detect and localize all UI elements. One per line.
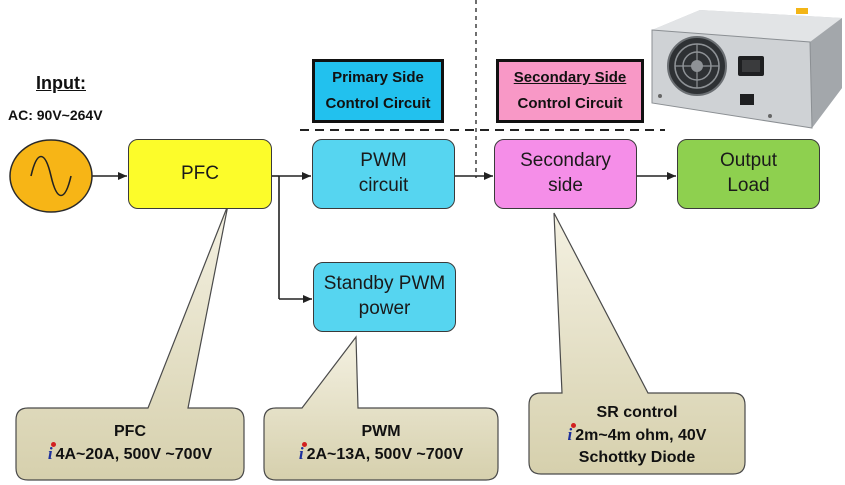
sr-callout-spec: 2m~4m ohm, 40V xyxy=(575,426,707,444)
sine-wave-icon xyxy=(30,155,72,197)
output-block-label-line1: Output xyxy=(719,150,778,172)
secondary-block-label-line1: Secondary xyxy=(520,150,611,172)
input-voltage-spec: AC: 90V~264V xyxy=(8,107,103,123)
pwm-callout-spec: 2A~13A, 500V ~700V xyxy=(306,445,464,463)
input-title: Input: xyxy=(36,73,86,93)
standby-block-label-line2: power xyxy=(358,298,411,319)
secondary-control-label-line1: Secondary Side xyxy=(513,68,627,86)
brand-logo-icon: i xyxy=(299,441,307,466)
primary-control-label: Primary Side Control Circuit xyxy=(312,59,444,123)
pwm-block-label-line2: circuit xyxy=(358,175,409,196)
pfc-block-label: PFC xyxy=(181,162,219,184)
pwm-circuit-block: PWM circuit xyxy=(312,139,455,209)
secondary-side-block: Secondary side xyxy=(494,139,637,209)
sr-callout-extra: Schottky Diode xyxy=(578,448,696,466)
primary-control-label-line2: Control Circuit xyxy=(325,95,431,112)
secondary-control-label-line2: Control Circuit xyxy=(517,95,623,112)
standby-block-label-line1: Standby PWM xyxy=(323,273,446,295)
primary-control-label-line1: Primary Side xyxy=(332,68,424,86)
pwm-callout-bubble xyxy=(263,335,499,481)
pfc-block: PFC xyxy=(128,139,272,209)
brand-logo-icon: i xyxy=(48,441,56,466)
pfc-callout-bubble xyxy=(15,204,245,481)
output-block-label-line2: Load xyxy=(727,175,770,196)
power-supply-image xyxy=(651,8,842,129)
secondary-block-label-line2: side xyxy=(548,175,583,196)
sr-callout-bubble xyxy=(528,212,746,475)
pfc-callout-title: PFC xyxy=(114,423,146,440)
pfc-callout-spec: 4A~20A, 500V ~700V xyxy=(55,445,213,463)
sr-callout-title: SR control xyxy=(596,404,678,421)
standby-pwm-block: Standby PWM power xyxy=(313,262,456,332)
output-load-block: Output Load xyxy=(677,139,820,209)
brand-logo-icon: i xyxy=(568,422,576,447)
secondary-control-label: Secondary Side Control Circuit xyxy=(496,59,644,123)
pwm-block-label-line1: PWM xyxy=(360,150,407,172)
pwm-callout-title: PWM xyxy=(361,423,401,440)
